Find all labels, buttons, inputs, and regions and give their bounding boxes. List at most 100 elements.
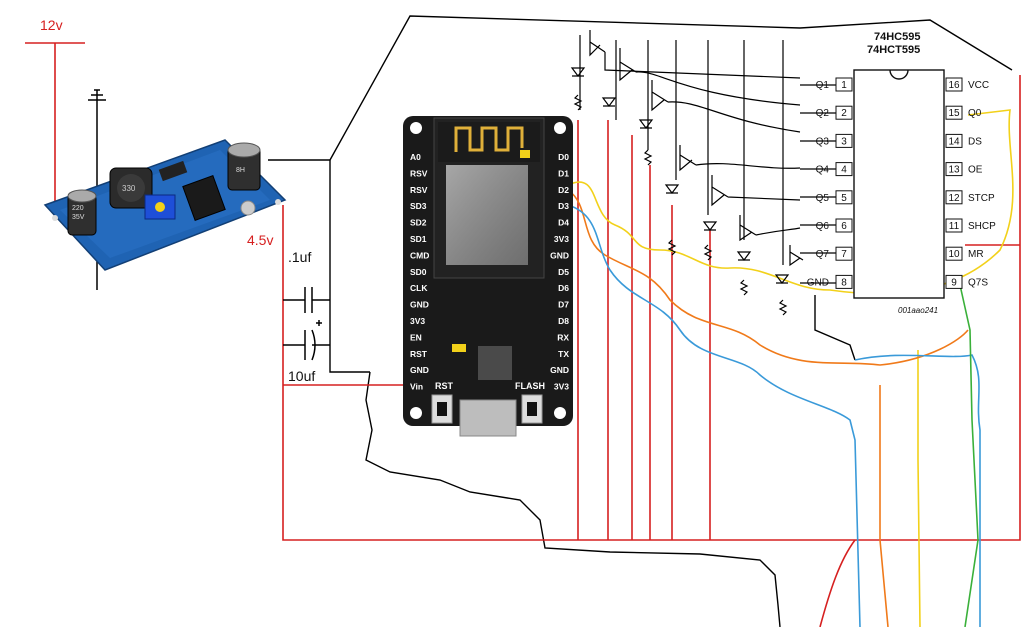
- chip-title-2: 74HCT595: [867, 44, 920, 56]
- chip-pin-number: 11: [949, 221, 960, 232]
- esp-pin-label: 3V3: [554, 234, 569, 244]
- chip-pin-name: Q7S: [968, 277, 988, 288]
- inductor-mark: 330: [122, 184, 136, 193]
- wire-green: [959, 284, 979, 627]
- chip-pin-name: SHCP: [968, 221, 996, 232]
- chip-pin-name: STCP: [968, 193, 995, 204]
- ground-wiring: [268, 15, 1013, 627]
- rst-button-label: RST: [435, 381, 454, 391]
- chip-pin-number: 5: [841, 193, 847, 204]
- wire-red-bottom: [819, 539, 856, 627]
- power-wiring: [25, 42, 1021, 541]
- chip-pin-box: [945, 162, 963, 177]
- chip-pin-name: Q7: [816, 249, 830, 260]
- esp-pin-label: D3: [558, 201, 569, 211]
- chip-pin-number: 12: [948, 193, 960, 204]
- chip-pin-number: 15: [948, 108, 960, 119]
- chip-pin-name: OE: [968, 165, 983, 176]
- output-capacitor: 8H: [227, 142, 261, 191]
- esp-pin-label: GND: [410, 300, 429, 310]
- chip-pin-box: [945, 77, 963, 92]
- esp-pin-label: GND: [410, 365, 429, 375]
- chip-pin-number: 4: [841, 165, 847, 176]
- shift-register-chip: 74HC595 74HCT595 001aao241 1Q12Q23Q34Q45…: [807, 31, 996, 315]
- chip-pin-name: MR: [968, 249, 984, 260]
- flash-button-label: FLASH: [515, 381, 545, 391]
- esp-pin-label: SD3: [410, 201, 427, 211]
- esp-pin-label: D8: [558, 316, 569, 326]
- chip-pin-number: 2: [841, 108, 847, 119]
- chip-pin-number: 8: [841, 277, 847, 288]
- esp-pin-label: D5: [558, 267, 569, 277]
- cap-small-label: .1uf: [288, 249, 311, 265]
- signal-wires: [567, 109, 1014, 627]
- output-voltage-label: 4.5v: [247, 232, 273, 248]
- chip-pin-box: [835, 190, 853, 205]
- input-capacitor: 220 35V: [67, 189, 97, 236]
- esp-pin-label: RSV: [410, 168, 428, 178]
- chip-pin-number: 14: [948, 136, 960, 147]
- chip-pin-box: [835, 218, 853, 233]
- chip-pin-box: [835, 105, 853, 120]
- esp-pin-label: GND: [550, 250, 569, 260]
- bypass-capacitors: [283, 287, 330, 361]
- chip-pin-name: Q1: [816, 80, 830, 91]
- chip-pin-box: [945, 133, 963, 148]
- esp-pin-label: Vin: [410, 382, 423, 392]
- chip-pin-name: GND: [807, 277, 829, 288]
- transistor-led-ladder: [570, 30, 836, 316]
- chip-pin-number: 1: [841, 80, 847, 91]
- chip-pin-name: Q3: [816, 136, 830, 147]
- chip-part-code: 001aao241: [898, 306, 938, 315]
- esp-pin-label: A0: [410, 152, 421, 162]
- chip-pin-box: [945, 274, 963, 289]
- esp-pin-label: TX: [558, 349, 569, 359]
- esp-pin-label: EN: [410, 332, 422, 342]
- wire-blue: [567, 204, 981, 627]
- chip-pin-number: 6: [841, 221, 847, 232]
- esp-pin-label: SD0: [410, 267, 427, 277]
- esp-pin-label: D7: [558, 300, 569, 310]
- esp-pin-label: D4: [558, 218, 569, 228]
- esp-pin-label: SD1: [410, 234, 427, 244]
- esp-pin-label: CLK: [410, 283, 428, 293]
- esp-pin-label: 3V3: [410, 316, 425, 326]
- chip-pin-box: [945, 105, 963, 120]
- esp-pin-label: RX: [557, 332, 569, 342]
- chip-pin-box: [835, 162, 853, 177]
- esp-pin-label: RSV: [410, 185, 428, 195]
- esp-pin-label: SD2: [410, 218, 427, 228]
- esp-pin-label: CMD: [410, 250, 429, 260]
- cap-mark-value: 220: [72, 205, 84, 212]
- chip-pin-name: Q6: [816, 221, 830, 232]
- chip-pin-name: Q5: [816, 193, 830, 204]
- chip-pin-number: 7: [841, 249, 847, 260]
- chip-pin-number: 13: [948, 165, 960, 176]
- chip-pin-box: [835, 274, 853, 289]
- esp-pin-label: D6: [558, 283, 569, 293]
- regulator-ic: [182, 174, 226, 222]
- diode: [158, 160, 188, 182]
- cap-mark-code: 8H: [236, 167, 245, 174]
- usb-port: [459, 399, 517, 437]
- chip-pin-number: 10: [948, 249, 960, 260]
- chip-pin-box: [945, 190, 963, 205]
- antenna-trace: [454, 126, 524, 152]
- esp-pin-label: RST: [410, 349, 428, 359]
- wire-yellow: [567, 109, 1014, 627]
- chip-pin-number: 16: [948, 80, 960, 91]
- chip-title-1: 74HC595: [874, 31, 920, 43]
- esp-pin-label: D0: [558, 152, 569, 162]
- chip-pin-box: [835, 77, 853, 92]
- cap-large-label: 10uf: [288, 368, 315, 384]
- chip-pin-name: Q2: [816, 108, 830, 119]
- chip-pin-box: [945, 218, 963, 233]
- chip-pin-name: Q4: [816, 165, 830, 176]
- cap-mark-voltage: 35V: [72, 214, 85, 221]
